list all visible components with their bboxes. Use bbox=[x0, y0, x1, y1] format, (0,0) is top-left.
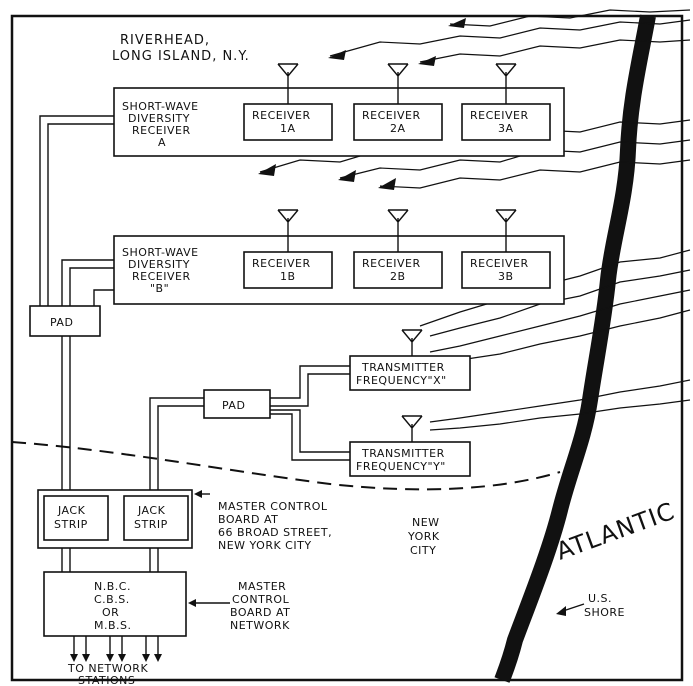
network-label-4: M.B.S. bbox=[94, 619, 132, 632]
jack-strip-2-label-2: STRIP bbox=[134, 518, 168, 531]
receiver-1b-label-2: 1B bbox=[280, 270, 296, 283]
pad-to-jack-wires bbox=[61, 336, 71, 494]
antennas-b bbox=[277, 209, 517, 252]
receiver-2a-label-2: 2A bbox=[390, 122, 406, 135]
output-arrows bbox=[70, 636, 162, 662]
receiver-a-title-1: SHORT-WAVE bbox=[122, 100, 199, 113]
receiver-1a-label-1: RECEIVER bbox=[252, 109, 311, 122]
receiver-2a bbox=[353, 103, 443, 141]
transmitter-y-label-2: FREQUENCY"Y" bbox=[356, 460, 446, 473]
receiver-3a-label-1: RECEIVER bbox=[470, 109, 529, 122]
pad-left-label: PAD bbox=[50, 316, 73, 329]
receiver-1b bbox=[243, 251, 333, 289]
us-shore-coastline bbox=[494, 14, 656, 683]
transmitter-x-label-1: TRANSMITTER bbox=[361, 361, 445, 374]
atlantic-label: ATLANTIC bbox=[552, 497, 678, 566]
jack-strip-1-label-1: JACK bbox=[57, 504, 86, 517]
receiver-b-title-1: SHORT-WAVE bbox=[122, 246, 199, 259]
jack-to-network-wires bbox=[61, 548, 159, 572]
us-shore-label-1: U.S. bbox=[588, 592, 612, 605]
jack-strip-2-label-1: JACK bbox=[137, 504, 166, 517]
location-label-line2: LONG ISLAND, N.Y. bbox=[112, 49, 250, 64]
location-label-line1: RIVERHEAD, bbox=[120, 33, 210, 48]
transmitter-y bbox=[349, 441, 471, 477]
us-shore-arrowhead bbox=[556, 606, 566, 616]
network-label-1: N.B.C. bbox=[94, 580, 131, 593]
receiver-1a bbox=[243, 103, 333, 141]
pad-mid bbox=[203, 389, 271, 419]
receiver-b-title-4: "B" bbox=[150, 282, 169, 295]
jack-strip-1 bbox=[43, 495, 109, 541]
transmitter-x-label-2: FREQUENCY"X" bbox=[356, 374, 447, 387]
jack-strip-2 bbox=[123, 495, 189, 541]
receiver-a-title-4: A bbox=[158, 136, 166, 149]
receiver-b-title-3: RECEIVER bbox=[132, 270, 191, 283]
receiver-2b-label-2: 2B bbox=[390, 270, 406, 283]
antenna-x bbox=[401, 329, 423, 356]
receiver-3a bbox=[461, 103, 551, 141]
master-control-nyc-1: MASTER CONTROL bbox=[218, 500, 328, 513]
master-control-network-1: MASTER bbox=[238, 580, 286, 593]
pad-left bbox=[29, 305, 101, 337]
master-control-nyc-4: NEW YORK CITY bbox=[218, 539, 312, 552]
antennas-a bbox=[277, 63, 517, 104]
jack-strip-1-label-2: STRIP bbox=[54, 518, 88, 531]
receiver-wiring bbox=[39, 115, 114, 306]
to-network-label-1: TO NETWORK bbox=[67, 662, 148, 675]
master-control-network-4: NETWORK bbox=[230, 619, 290, 632]
receiver-a-title-3: RECEIVER bbox=[132, 124, 191, 137]
nyc-label-3: CITY bbox=[410, 544, 436, 557]
receiver-3b bbox=[461, 251, 551, 289]
master-control-nyc-3: 66 BROAD STREET, bbox=[218, 526, 332, 539]
pointer-arrowhead-nyc bbox=[194, 490, 202, 498]
to-network-label-2: STATIONS bbox=[78, 674, 135, 686]
receiver-b-title-2: DIVERSITY bbox=[128, 258, 190, 271]
receiver-2a-label-1: RECEIVER bbox=[362, 109, 421, 122]
long-island-boundary-line bbox=[11, 441, 561, 491]
receiver-3b-label-2: 3B bbox=[498, 270, 514, 283]
diagram-frame bbox=[10, 14, 684, 682]
receiver-a-title-2: DIVERSITY bbox=[128, 112, 190, 125]
antenna-y bbox=[401, 415, 423, 442]
pad-mid-label: PAD bbox=[222, 399, 245, 412]
pointer-arrowhead-network bbox=[188, 599, 196, 607]
master-control-nyc-2: BOARD AT bbox=[218, 513, 278, 526]
us-shore-label-2: SHORE bbox=[584, 606, 625, 619]
radio-waves bbox=[258, 9, 691, 431]
transmitter-y-label-1: TRANSMITTER bbox=[361, 447, 445, 460]
receiver-3b-label-1: RECEIVER bbox=[470, 257, 529, 270]
transmitter-wiring bbox=[149, 365, 350, 494]
receiver-1b-label-1: RECEIVER bbox=[252, 257, 311, 270]
network-label-2: C.B.S. bbox=[94, 593, 130, 606]
master-control-network-3: BOARD AT bbox=[230, 606, 290, 619]
network-label-3: OR bbox=[102, 606, 119, 619]
network-board bbox=[43, 571, 187, 637]
nyc-label-1: NEW bbox=[412, 516, 440, 529]
receiver-2b-label-1: RECEIVER bbox=[362, 257, 421, 270]
receiver-1a-label-2: 1A bbox=[280, 122, 296, 135]
receiver-3a-label-2: 3A bbox=[498, 122, 514, 135]
nyc-label-2: YORK bbox=[407, 530, 440, 543]
master-control-network-2: CONTROL bbox=[232, 593, 290, 606]
transmitter-x bbox=[349, 355, 471, 391]
